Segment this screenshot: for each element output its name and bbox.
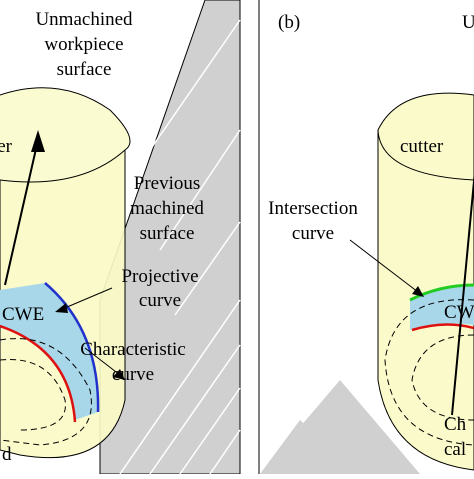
panel-a-cutter-top (0, 87, 131, 183)
panel-a-axis-line (4, 139, 39, 286)
panel-b-bottom-fragment-2: cal (444, 439, 466, 460)
panel-a-characteristic-label-1: Characteristic (80, 339, 186, 360)
panel-b-bottom-dashed (384, 299, 474, 446)
panel-b-axis-line (451, 170, 474, 416)
panel-a-characteristic-leader-head (113, 369, 125, 380)
panel-b-intersection-leader-head (412, 286, 424, 297)
panel-a-projective-leader-head (55, 303, 68, 313)
panel-b-cwe-region (410, 285, 474, 330)
panel-a: Unmachined workpiece surface cutter Prev… (0, 0, 241, 475)
panel-a-cwe-label: CWE (2, 304, 44, 325)
panel-b-bottom-fragment-1: Ch (444, 414, 467, 435)
panel-a-previous-label-2: machined (130, 198, 204, 219)
panel-a-projective-leader (59, 287, 113, 311)
panel-b-intersection-label-1: Intersection (268, 198, 358, 219)
panel-b-top-right-fragment: U (462, 12, 474, 33)
panel-b-inner-dashed (411, 334, 474, 421)
panel-a-cut-letter: d (2, 444, 12, 465)
panel-b-intersection-leader (349, 239, 419, 293)
panel-a-unmachined-label-1: Unmachined (35, 9, 133, 30)
panel-b-characteristic-curve (411, 323, 474, 332)
panel-a-unmachined-label-3: surface (57, 59, 112, 80)
panel-a-bottom-dashed (0, 338, 92, 446)
panel-a-characteristic-curve (0, 324, 77, 423)
panel-b-cutter-label: cutter (400, 136, 444, 157)
panel-a-previous-label-3: surface (140, 223, 195, 244)
panel-a-projective-curve (44, 282, 100, 413)
panel-b-cwe-label: CWE (444, 302, 474, 323)
panel-a-cutter-label: cutter (0, 136, 13, 157)
panel-b-machined-surface-band (260, 420, 360, 474)
panel-a-characteristic-label-2: curve (112, 364, 154, 385)
panel-b-intersection-curve (409, 283, 474, 302)
panel-a-hatch-lines (119, 19, 241, 475)
panel-a-inner-dashed (0, 359, 66, 431)
panel-a-previous-label-1: Previous (134, 173, 201, 194)
panel-a-unmachined-label-2: workpiece (44, 34, 123, 55)
panel-a-projective-label-2: curve (139, 290, 181, 311)
panel-a-axis-arrowhead (31, 130, 45, 152)
panel-b-intersection-label-2: curve (292, 223, 334, 244)
panel-a-projective-label-1: Projective (121, 266, 198, 287)
panel-b: (b) U cutter Intersection curve CWE Ch c… (258, 0, 474, 477)
panel-b-cutter-top (377, 129, 474, 181)
panel-a-characteristic-leader (84, 347, 121, 376)
panel-b-tag: (b) (278, 12, 300, 33)
